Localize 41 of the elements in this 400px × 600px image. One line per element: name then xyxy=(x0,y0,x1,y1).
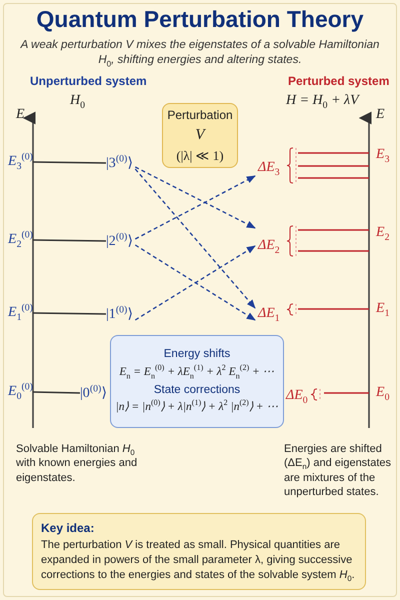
formula-text: V xyxy=(195,126,205,145)
energy-label: E$_{1}$ xyxy=(376,300,390,318)
section-heading: Unperturbed system xyxy=(30,74,147,90)
heading-text: Key idea: xyxy=(41,520,94,536)
description-text: Solvable Hamiltonian H$_{0}$ with known energies and eigenstates. xyxy=(16,442,138,485)
energy-label: E$_{3}$ xyxy=(376,146,390,164)
energy-shift-label: ΔE$_{0}$ xyxy=(286,388,308,404)
formula-text: E$_{n}$ = E$_{n}$$^{(0)}$ + λE$_{n}$$^{(1)}$ + λ$^{2}$ E$_{n}$$^{(2)}$ + ⋯ xyxy=(119,364,275,380)
energy-level-line xyxy=(32,391,80,394)
key-idea-box xyxy=(32,513,366,590)
energy-level-line xyxy=(32,312,106,315)
formula-text: (|λ| ≪ 1) xyxy=(176,146,224,164)
note-text: The perturbation V is treated as small. Physical quantities are expanded in powers of the small parameter λ, giving successive corrections to the energies and states of the solvable system H$_{0}$. xyxy=(41,538,356,583)
energy-shift-label: ΔE$_{2}$ xyxy=(258,238,280,254)
heading-text: Perturbation xyxy=(167,106,233,123)
subtitle: A weak perturbation V mixes the eigenstates of a solvable Hamiltonian H$_{0}$, shifting energies and altering states. xyxy=(19,38,380,68)
energy-shift-label: ΔE$_{1}$ xyxy=(258,306,280,322)
state-label: |2$^{(0)}$⟩ xyxy=(106,232,132,250)
heading-text: State corrections xyxy=(154,382,240,398)
state-label: |1$^{(0)}$⟩ xyxy=(106,305,132,323)
axis-label: E xyxy=(376,106,385,124)
formula-text: |n⟩ = |n$^{(0)}$⟩ + λ|n$^{(1)}$⟩ + λ$^{2}$ |n$^{(2)}$⟩ + ⋯ xyxy=(116,400,278,416)
arrow xyxy=(134,166,256,229)
state-label: |0$^{(0)}$⟩ xyxy=(80,384,106,402)
state-label: |3$^{(0)}$⟩ xyxy=(106,154,132,172)
axis-label: E xyxy=(16,106,25,124)
heading-text: Energy shifts xyxy=(164,347,230,362)
arrow xyxy=(134,168,256,309)
energy-shift-label: ΔE$_{3}$ xyxy=(258,160,280,176)
energy-label: E$_{0}$ xyxy=(376,384,390,402)
section-heading: Perturbed system xyxy=(288,74,390,90)
math-label: H$_{0}$ xyxy=(70,92,86,110)
arrow xyxy=(134,175,256,240)
perturbation-box xyxy=(162,103,238,168)
energy-level-line xyxy=(32,161,106,164)
energy-level-line xyxy=(32,239,106,242)
description-text: Energies are shifted (ΔE$_{n}$) and eigenstates are mixtures of the unperturbed states. xyxy=(284,442,392,500)
formula-box xyxy=(110,335,284,428)
math-label: H = H$_{0}$ + λV xyxy=(286,92,359,110)
title: Quantum Perturbation Theory xyxy=(35,6,365,33)
energy-label: E$_{2}$ xyxy=(376,224,390,242)
